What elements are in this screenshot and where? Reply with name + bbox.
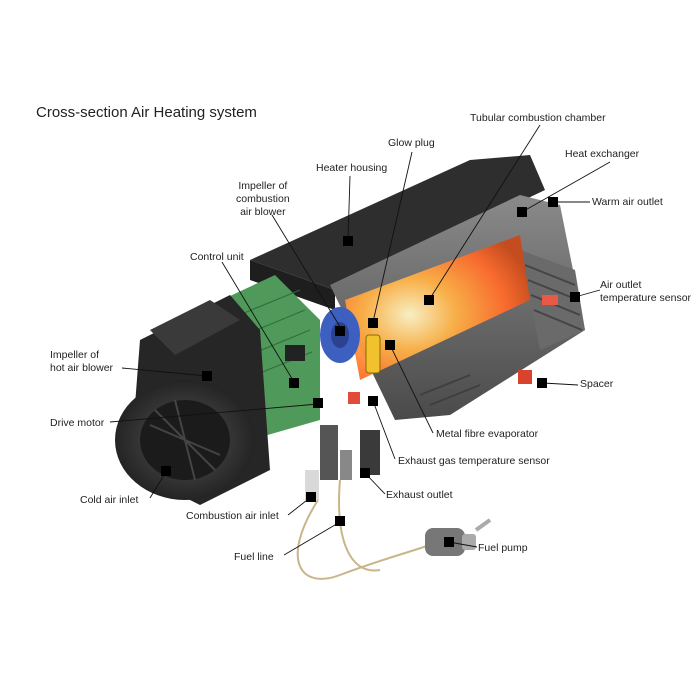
marker-heat-exchanger <box>517 207 527 217</box>
marker-tubular-combustion-chamber <box>424 295 434 305</box>
label-impeller-combustion-air-blower: Impeller of combustion air blower <box>236 180 290 218</box>
marker-control-unit <box>289 378 299 388</box>
label-spacer: Spacer <box>580 378 614 390</box>
label-warm-air-outlet: Warm air outlet <box>592 196 663 208</box>
marker-heater-housing <box>343 236 353 246</box>
marker-combustion-air-inlet <box>306 492 316 502</box>
marker-air-outlet-sensor <box>570 292 580 302</box>
label-tubular-combustion-chamber: Tubular combustion chamber <box>470 112 606 124</box>
label-heat-exchanger: Heat exchanger <box>565 148 640 160</box>
label-fuel-line: Fuel line <box>234 551 274 563</box>
marker-fuel-line <box>335 516 345 526</box>
label-air-outlet-temperature-sensor: Air outlet temperature sensor <box>600 279 692 304</box>
marker-spacer <box>537 378 547 388</box>
label-fuel-pump: Fuel pump <box>478 542 528 554</box>
marker-exhaust-gas-sensor <box>368 396 378 406</box>
marker-warm-air-outlet <box>548 197 558 207</box>
label-exhaust-outlet: Exhaust outlet <box>386 489 453 501</box>
lower-ports-shape <box>305 425 380 500</box>
diagram-title: Cross-section Air Heating system <box>36 104 257 121</box>
label-cold-air-inlet: Cold air inlet <box>80 494 139 506</box>
label-combustion-air-inlet: Combustion air inlet <box>186 510 279 522</box>
marker-impeller-hot-air <box>202 371 212 381</box>
evaporator-shape <box>365 334 381 374</box>
label-exhaust-gas-temperature-sensor: Exhaust gas temperature sensor <box>398 455 550 467</box>
hot-air-blower-shape <box>115 295 270 505</box>
label-metal-fibre-evaporator: Metal fibre evaporator <box>436 428 539 440</box>
leader-lines <box>109 124 611 556</box>
marker-glow-plug <box>368 318 378 328</box>
spacer-shape <box>518 370 532 384</box>
label-heater-housing: Heater housing <box>316 162 388 174</box>
marker-drive-motor <box>313 398 323 408</box>
marker-cold-air-inlet <box>161 466 171 476</box>
marker-exhaust-outlet <box>360 468 370 478</box>
marker-fuel-pump <box>444 537 454 547</box>
callout-markers <box>161 197 580 547</box>
label-control-unit: Control unit <box>190 251 244 263</box>
marker-impeller-combustion <box>335 326 345 336</box>
fuel-line-shape <box>296 499 431 580</box>
marker-metal-fibre-evaporator <box>385 340 395 350</box>
heater-housing-shape <box>250 155 545 310</box>
label-drive-motor: Drive motor <box>50 417 105 429</box>
label-glow-plug: Glow plug <box>388 137 435 149</box>
label-impeller-hot-air-blower: Impeller of hot air blower <box>50 349 114 374</box>
